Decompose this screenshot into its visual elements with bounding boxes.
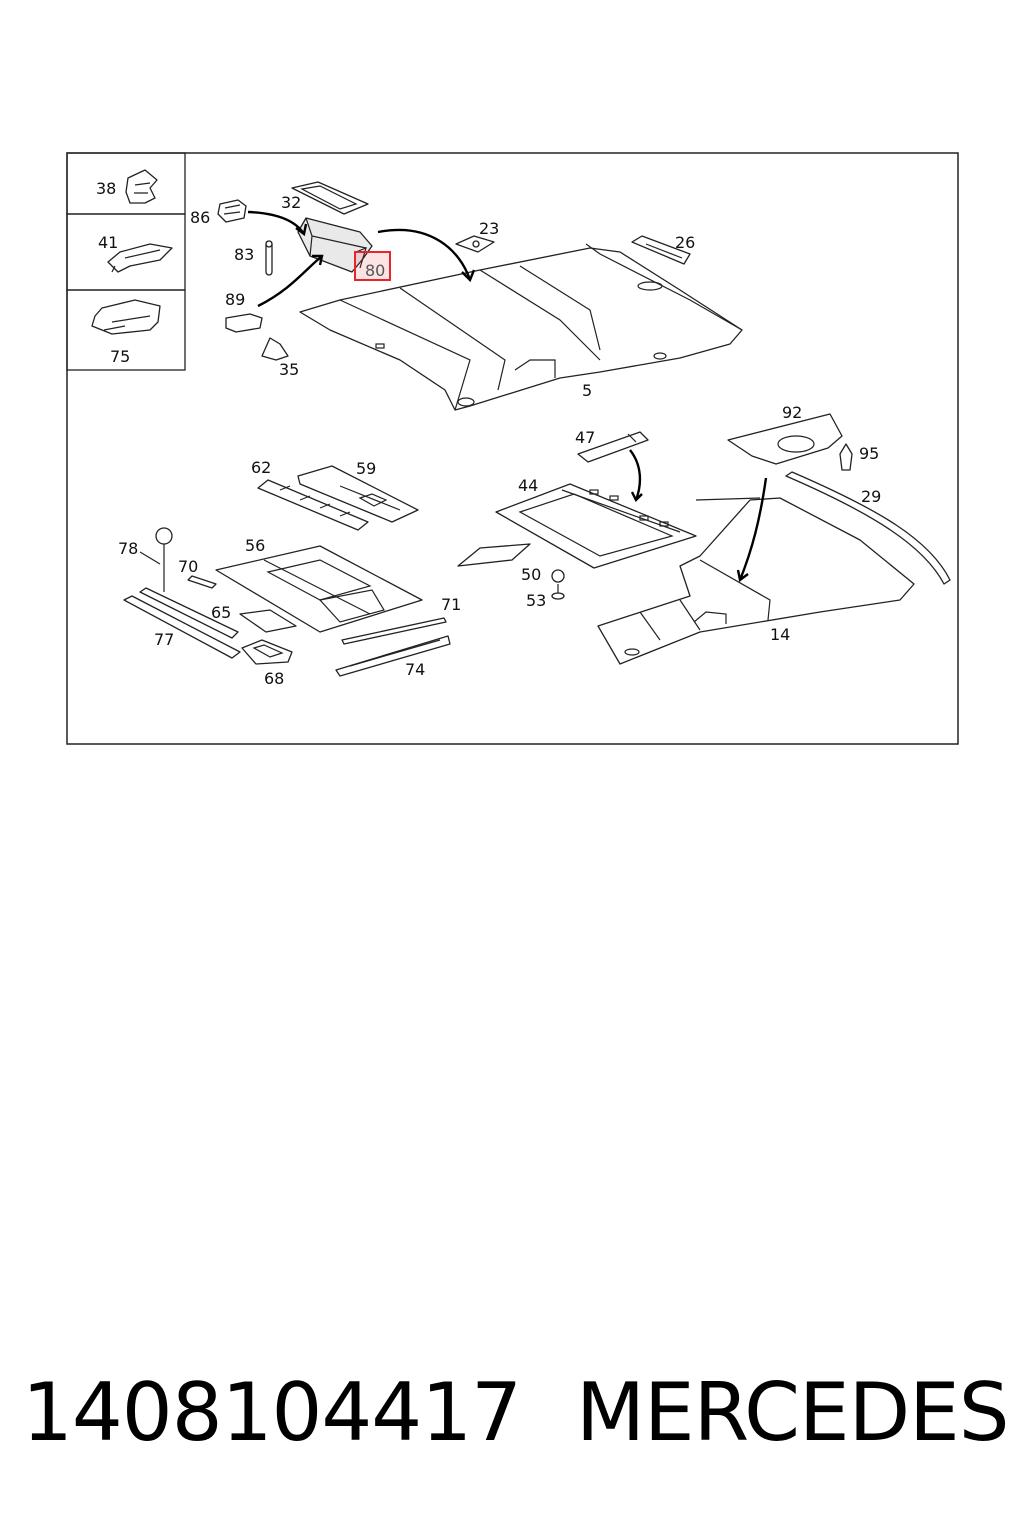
callout-32: 32 bbox=[281, 193, 301, 212]
inset-box-75 bbox=[66, 289, 186, 371]
part-38-clip bbox=[125, 169, 158, 204]
callout-53: 53 bbox=[526, 591, 546, 610]
part-32-lamp-frame bbox=[291, 181, 369, 215]
arrow-47 bbox=[629, 449, 642, 501]
part-70-strip bbox=[187, 575, 217, 589]
callout-89: 89 bbox=[225, 290, 245, 309]
part-83-bulb bbox=[265, 240, 273, 276]
arrow-89-head bbox=[312, 254, 324, 266]
part-26-handle bbox=[631, 235, 691, 265]
arrow-89 bbox=[257, 255, 323, 308]
part-53-clip bbox=[551, 584, 565, 600]
part-number: 1408104417 bbox=[22, 1366, 522, 1459]
callout-75: 75 bbox=[110, 347, 130, 366]
callout-56: 56 bbox=[245, 536, 265, 555]
callout-26: 26 bbox=[675, 233, 695, 252]
part-56-mat bbox=[215, 545, 423, 633]
part-89-connector bbox=[225, 313, 263, 333]
part-95-screw bbox=[839, 443, 853, 471]
callout-92: 92 bbox=[782, 403, 802, 422]
parts-diagram: 38 41 75 86 32 83 80 89 35 23 26 5 62 59… bbox=[66, 152, 959, 745]
leader-78 bbox=[139, 551, 161, 565]
inset-box-38 bbox=[66, 152, 186, 215]
brand-name: MERCEDES bbox=[576, 1366, 1010, 1459]
part-75-pad bbox=[91, 299, 161, 335]
part-23-clip bbox=[455, 235, 495, 253]
callout-29: 29 bbox=[861, 487, 881, 506]
arrow-86 bbox=[247, 210, 306, 235]
callout-74: 74 bbox=[405, 660, 425, 679]
part-14-headliner bbox=[597, 497, 915, 665]
part-29-seal bbox=[785, 471, 951, 585]
callout-47: 47 bbox=[575, 428, 595, 447]
arrow-92 bbox=[738, 477, 768, 581]
callout-50: 50 bbox=[521, 565, 541, 584]
footer: 1408104417 MERCEDES bbox=[0, 1366, 1024, 1466]
callout-83: 83 bbox=[234, 245, 254, 264]
part-77-sill bbox=[123, 595, 241, 659]
callout-86: 86 bbox=[190, 208, 210, 227]
callout-59: 59 bbox=[356, 459, 376, 478]
part-41-bracket bbox=[107, 243, 173, 273]
part-74-strip bbox=[335, 635, 451, 677]
diagram-frame bbox=[66, 152, 959, 745]
callout-14: 14 bbox=[770, 625, 790, 644]
part-65-rail bbox=[139, 587, 239, 639]
callout-68: 68 bbox=[264, 669, 284, 688]
callout-65: 65 bbox=[211, 603, 231, 622]
part-47-brace bbox=[577, 431, 649, 463]
highlight-box bbox=[354, 251, 391, 281]
part-44-film bbox=[457, 543, 531, 567]
part-65-cover bbox=[239, 609, 297, 633]
callout-77: 77 bbox=[154, 630, 174, 649]
callout-35: 35 bbox=[279, 360, 299, 379]
arrow-to-headliner-5-head bbox=[461, 269, 476, 283]
part-71-strip bbox=[341, 617, 447, 645]
part-92-bracket bbox=[727, 413, 843, 465]
callout-23: 23 bbox=[479, 219, 499, 238]
callout-41: 41 bbox=[98, 233, 118, 252]
part-35-clip bbox=[261, 337, 289, 361]
callout-38: 38 bbox=[96, 179, 116, 198]
callout-95: 95 bbox=[859, 444, 879, 463]
part-78-rod bbox=[155, 527, 173, 592]
part-68-tray bbox=[241, 639, 293, 665]
arrow-47-head bbox=[630, 491, 643, 503]
part-62-strip bbox=[257, 479, 369, 531]
arrow-to-headliner-5 bbox=[377, 228, 472, 281]
callout-80: 80 bbox=[365, 261, 385, 280]
part-59-cover bbox=[297, 465, 419, 523]
callout-78: 78 bbox=[118, 539, 138, 558]
arrow-92-head bbox=[736, 569, 749, 583]
part-50-clip bbox=[551, 569, 565, 583]
part-86-lamp-socket bbox=[217, 199, 247, 223]
callout-44: 44 bbox=[518, 476, 538, 495]
part-44-frame bbox=[495, 483, 697, 569]
callout-62: 62 bbox=[251, 458, 271, 477]
arrow-86-head bbox=[295, 223, 308, 237]
callout-70: 70 bbox=[178, 557, 198, 576]
part-5-headliner bbox=[299, 243, 743, 411]
callout-71: 71 bbox=[441, 595, 461, 614]
callout-5: 5 bbox=[582, 381, 592, 400]
